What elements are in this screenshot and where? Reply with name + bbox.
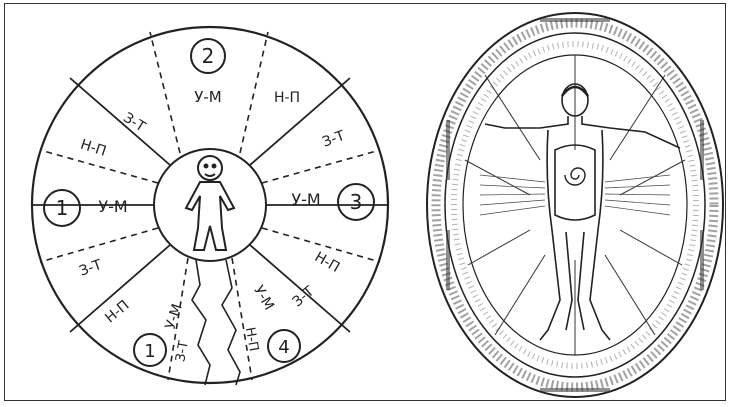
vitruvian-zodiac-engraving-icon <box>0 0 732 407</box>
